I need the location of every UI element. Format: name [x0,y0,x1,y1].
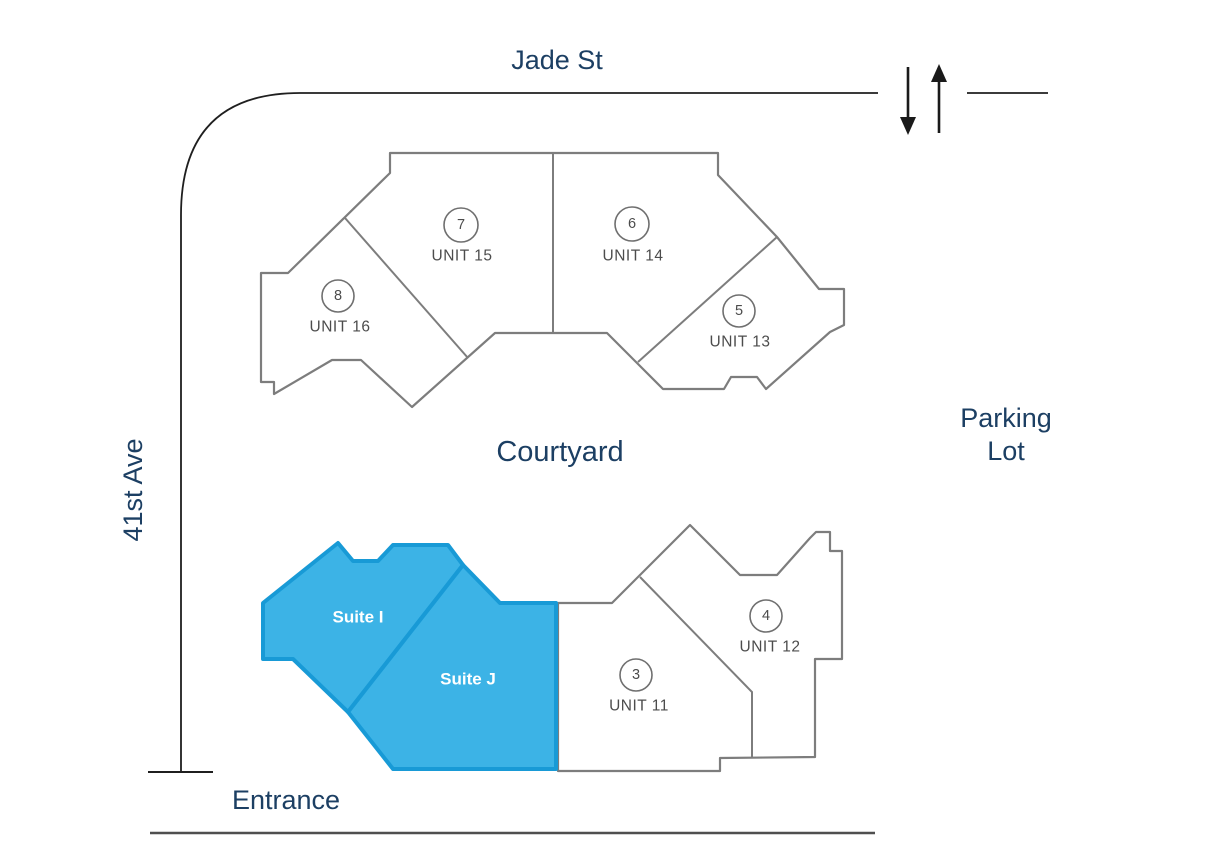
unit-13: 5 UNIT 13 [710,294,771,351]
north-building: 8 UNIT 16 7 UNIT 15 6 UNIT 14 5 UNIT 13 [259,151,846,409]
parking-lot-label-line2: Lot [987,436,1025,466]
courtyard-label: Courtyard [496,436,623,468]
entrance-label: Entrance [232,785,340,815]
unit-11-number-circle [619,658,653,692]
unit-13-number-circle [722,294,756,328]
unit-14-number: 6 [628,216,636,232]
unit-15-label: UNIT 15 [432,248,493,265]
unit-14: 6 UNIT 14 [603,206,664,265]
roads [148,92,1048,835]
suite-j-label: Suite J [440,670,496,689]
suite-i-label: Suite I [332,608,383,627]
unit-11-label: UNIT 11 [609,698,669,715]
unit-14-label: UNIT 14 [603,248,664,265]
unit-11-number: 3 [632,667,640,683]
unit-16: 8 UNIT 16 [310,279,371,336]
unit-15: 7 UNIT 15 [432,207,493,265]
unit-16-label: UNIT 16 [310,319,371,336]
parking-lot-label-line1: Parking [960,403,1052,433]
up-arrow-icon [931,64,947,133]
unit-13-number: 5 [735,303,743,319]
unit-16-number-circle [321,279,355,313]
unit-11-12-divider [639,576,753,757]
unit-12: 4 UNIT 12 [740,599,801,656]
suite-i-shape[interactable] [261,541,465,714]
unit-13-label: UNIT 13 [710,334,771,351]
unit-11: 3 UNIT 11 [609,658,669,715]
unit-15-number-circle [443,207,479,243]
traffic-arrows [900,64,947,135]
jade-st-label: Jade St [511,45,603,75]
unit-13-14-divider [637,236,778,363]
unit-14-number-circle [614,206,650,242]
jade-st-and-41st-ave-road-line [180,92,878,772]
unit-12-label: UNIT 12 [740,639,801,656]
unit-12-number-circle [749,599,783,633]
labels: Jade St 41st Ave Courtyard Parking Lot E… [118,45,1052,815]
down-arrow-icon [900,67,916,135]
highlighted-suites: Suite I Suite J [261,541,558,771]
unit-12-number: 4 [762,608,770,624]
41st-ave-label: 41st Ave [118,438,148,541]
south-building-outline [556,523,844,773]
south-building: 3 UNIT 11 4 UNIT 12 [556,523,844,773]
suite-j-shape[interactable] [346,563,558,771]
unit-15-number: 7 [457,217,465,233]
unit-16-number: 8 [334,288,342,304]
unit-15-16-divider [344,217,469,359]
